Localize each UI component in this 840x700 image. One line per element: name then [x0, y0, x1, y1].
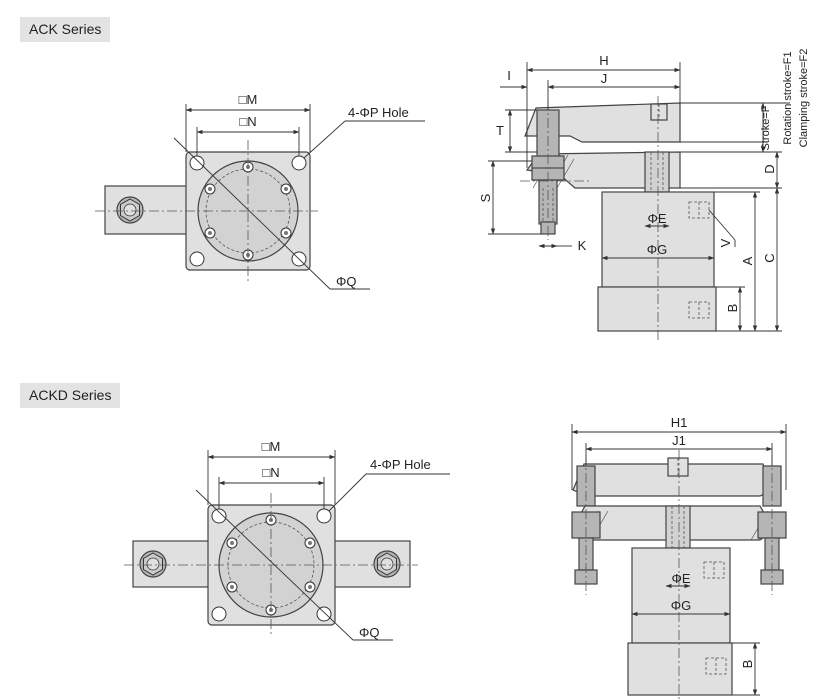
ack-dim-t: T — [496, 123, 504, 138]
ack-top-screws — [204, 161, 292, 261]
ack-side-piston-rod — [644, 151, 670, 193]
ackd-side-base — [627, 642, 733, 696]
ack-dim-s: S — [478, 193, 493, 202]
ackd-side-piston-rod — [665, 505, 691, 549]
ack-dim-h: H — [599, 53, 608, 68]
ackd-dim-phi-g: ΦG — [671, 598, 691, 613]
ackd-dim-n: □N — [262, 465, 279, 480]
ack-dim-c: C — [762, 253, 777, 262]
ack-top-view: □M □N 4-ΦP Hole ΦQ — [95, 92, 425, 290]
ackd-dim-m: □M — [262, 439, 281, 454]
ack-side-bolt-upper — [536, 109, 560, 161]
ackd-dim-phi-e: ΦE — [671, 571, 690, 586]
ack-clamping-stroke: Clamping stroke=F2 — [798, 49, 810, 148]
ack-dim-m: □M — [239, 92, 258, 107]
ackd-dim-j1: J1 — [672, 433, 686, 448]
ack-dim-v: V — [718, 238, 733, 247]
ack-dim-n: □N — [239, 114, 256, 129]
ack-dim-d: D — [762, 164, 777, 173]
ack-dim-k: K — [578, 238, 587, 253]
ack-dim-phi-e: ΦE — [647, 211, 666, 226]
ack-stroke-f: Stroke=F — [760, 105, 772, 150]
ack-dim-a: A — [740, 256, 755, 265]
ack-rotation-stroke: Rotation stroke=F1 — [782, 51, 794, 144]
ackd-series-label: ACKD Series — [20, 383, 121, 408]
ackd-dim-b: B — [740, 660, 755, 669]
ackd-side-view: H1 J1 ΦE ΦG B — [571, 415, 787, 700]
ackd-top-screws — [226, 514, 316, 616]
ack-side-view: H J I T S K ΦE ΦG V A — [478, 49, 810, 340]
ack-dim-j: J — [601, 71, 608, 86]
ackd-phi-q: ΦQ — [359, 625, 379, 640]
ackd-hole-label: 4-ΦP Hole — [370, 457, 431, 472]
ack-dim-b: B — [725, 304, 740, 313]
ack-phi-q: ΦQ — [336, 274, 356, 289]
ackd-top-view: □M □N 4-ΦP Hole ΦQ — [124, 439, 450, 641]
ack-series-label: ACK Series — [20, 17, 111, 42]
ack-dim-phi-g: ΦG — [647, 242, 667, 257]
ackd-dim-h1: H1 — [671, 415, 688, 430]
ack-dim-i: I — [507, 68, 511, 83]
ack-hole-label: 4-ΦP Hole — [348, 105, 409, 120]
ack-side-base — [597, 286, 717, 332]
